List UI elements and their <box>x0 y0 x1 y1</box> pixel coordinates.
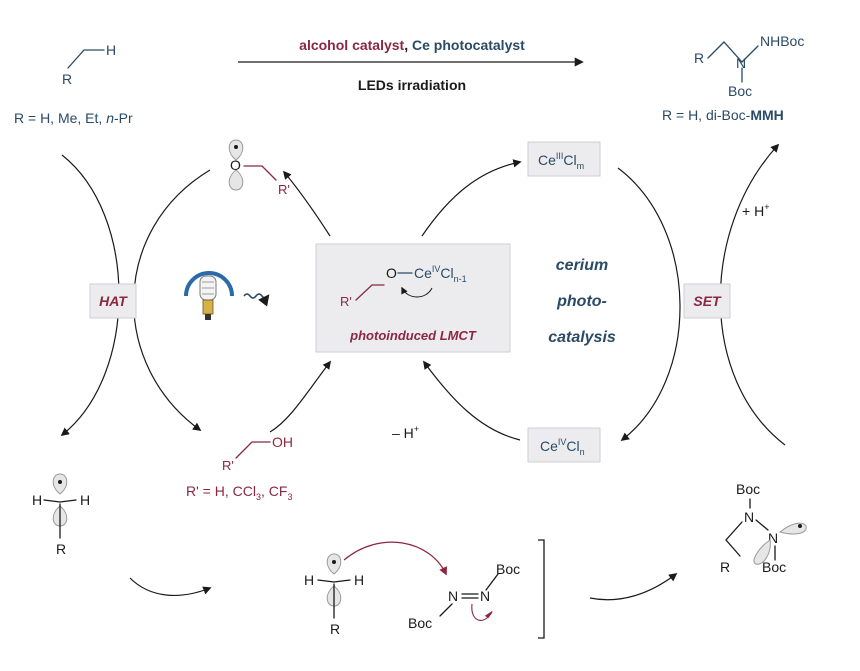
bracket <box>538 539 545 639</box>
lmct-to-alkoxy-arc <box>282 170 331 237</box>
svg-text:R: R <box>720 559 730 575</box>
svg-text:N: N <box>448 588 458 604</box>
hat-arc-right <box>133 169 211 431</box>
conditions-line1: alcohol catalyst, Ce photocatalyst <box>299 37 525 53</box>
alkoxy-o-label: O <box>230 157 241 173</box>
ce3-box <box>527 141 601 177</box>
svg-text:H: H <box>80 492 90 508</box>
svg-text:catalysis: catalysis <box>548 329 616 346</box>
lmct-ce-label: CeIVCln-1 <box>414 264 467 284</box>
set-label: SET <box>693 293 722 309</box>
lmct-box: R' O CeIVCln-1 photoinduced LMCT <box>315 243 511 353</box>
lmct-caption: photoinduced LMCT <box>349 328 477 343</box>
svg-text:photo-: photo- <box>556 293 607 310</box>
mid-methyl-radical: H H R <box>304 553 364 637</box>
svg-text:R: R <box>56 541 66 557</box>
azo-structure: N N Boc Boc <box>408 561 520 631</box>
svg-text:Boc: Boc <box>762 559 786 575</box>
product-structure: R N NHBoc Boc R = H, di-Boc-MMH <box>662 33 804 123</box>
alcohol-r-label: R' <box>222 458 234 473</box>
reactant-h-label: H <box>106 42 116 58</box>
light-wave-icon <box>243 293 270 307</box>
product-nhboc-label: NHBoc <box>760 33 804 49</box>
svg-text:Boc: Boc <box>736 481 760 497</box>
set-arc-left <box>617 167 681 442</box>
reactant-structure: R H R = H, Me, Et, n-Pr <box>14 42 133 126</box>
bottom-arrow-2 <box>589 572 678 601</box>
hydrazyl-radical-product: Boc N N Boc R <box>720 481 807 575</box>
ce4-box <box>527 427 601 463</box>
svg-text:N: N <box>480 588 490 604</box>
light-bulb-icon <box>184 271 234 320</box>
hat-label-box <box>89 283 137 319</box>
minus-h-label: – H+ <box>392 424 419 441</box>
bottom-arrow-1 <box>129 577 212 597</box>
svg-text:H: H <box>304 572 314 588</box>
svg-text:Boc: Boc <box>408 615 432 631</box>
reactant-r-label: R <box>62 71 72 87</box>
ce4-label: CeIVCln <box>540 437 585 457</box>
main-reaction-arrow: alcohol catalyst, Ce photocatalyst LEDs … <box>238 37 584 93</box>
conditions-line2: LEDs irradiation <box>358 77 466 93</box>
product-n-label: N <box>736 55 746 71</box>
ce3-label: CeIIIClm <box>538 151 584 171</box>
alkoxy-radical: O R' <box>228 139 290 197</box>
svg-text:Boc: Boc <box>496 561 520 577</box>
svg-text:N: N <box>744 509 754 525</box>
svg-text:H: H <box>354 572 364 588</box>
lmct-to-ce3-arc <box>421 159 522 237</box>
reactant-caption: R = H, Me, Et, n-Pr <box>14 110 133 126</box>
product-boc-label: Boc <box>728 83 752 99</box>
set-label-box <box>683 283 731 319</box>
svg-text:R: R <box>330 621 340 637</box>
ce4-to-lmct-arc <box>423 360 521 441</box>
product-r-label: R <box>694 50 704 66</box>
alcohol-to-lmct-arc <box>269 360 332 433</box>
alcohol-structure: R' OH R' = H, CCl3, CF3 <box>186 434 293 502</box>
cerium-photocatalysis-label: cerium photo- catalysis <box>548 257 616 346</box>
radical-attack-arrow <box>343 541 447 576</box>
lmct-r-label: R' <box>340 294 352 309</box>
lmct-o-label: O <box>386 265 397 281</box>
svg-text:H: H <box>32 492 42 508</box>
svg-text:N: N <box>768 530 778 546</box>
product-caption: R = H, di-Boc-MMH <box>662 107 784 123</box>
svg-text:cerium: cerium <box>556 257 608 274</box>
methyl-radical: H H R <box>32 473 90 557</box>
alcohol-caption: R' = H, CCl3, CF3 <box>186 483 292 502</box>
hat-label: HAT <box>99 293 128 309</box>
plus-h-label: + H+ <box>742 202 769 219</box>
alkoxy-r-label: R' <box>278 182 290 197</box>
alcohol-oh-label: OH <box>272 434 293 450</box>
